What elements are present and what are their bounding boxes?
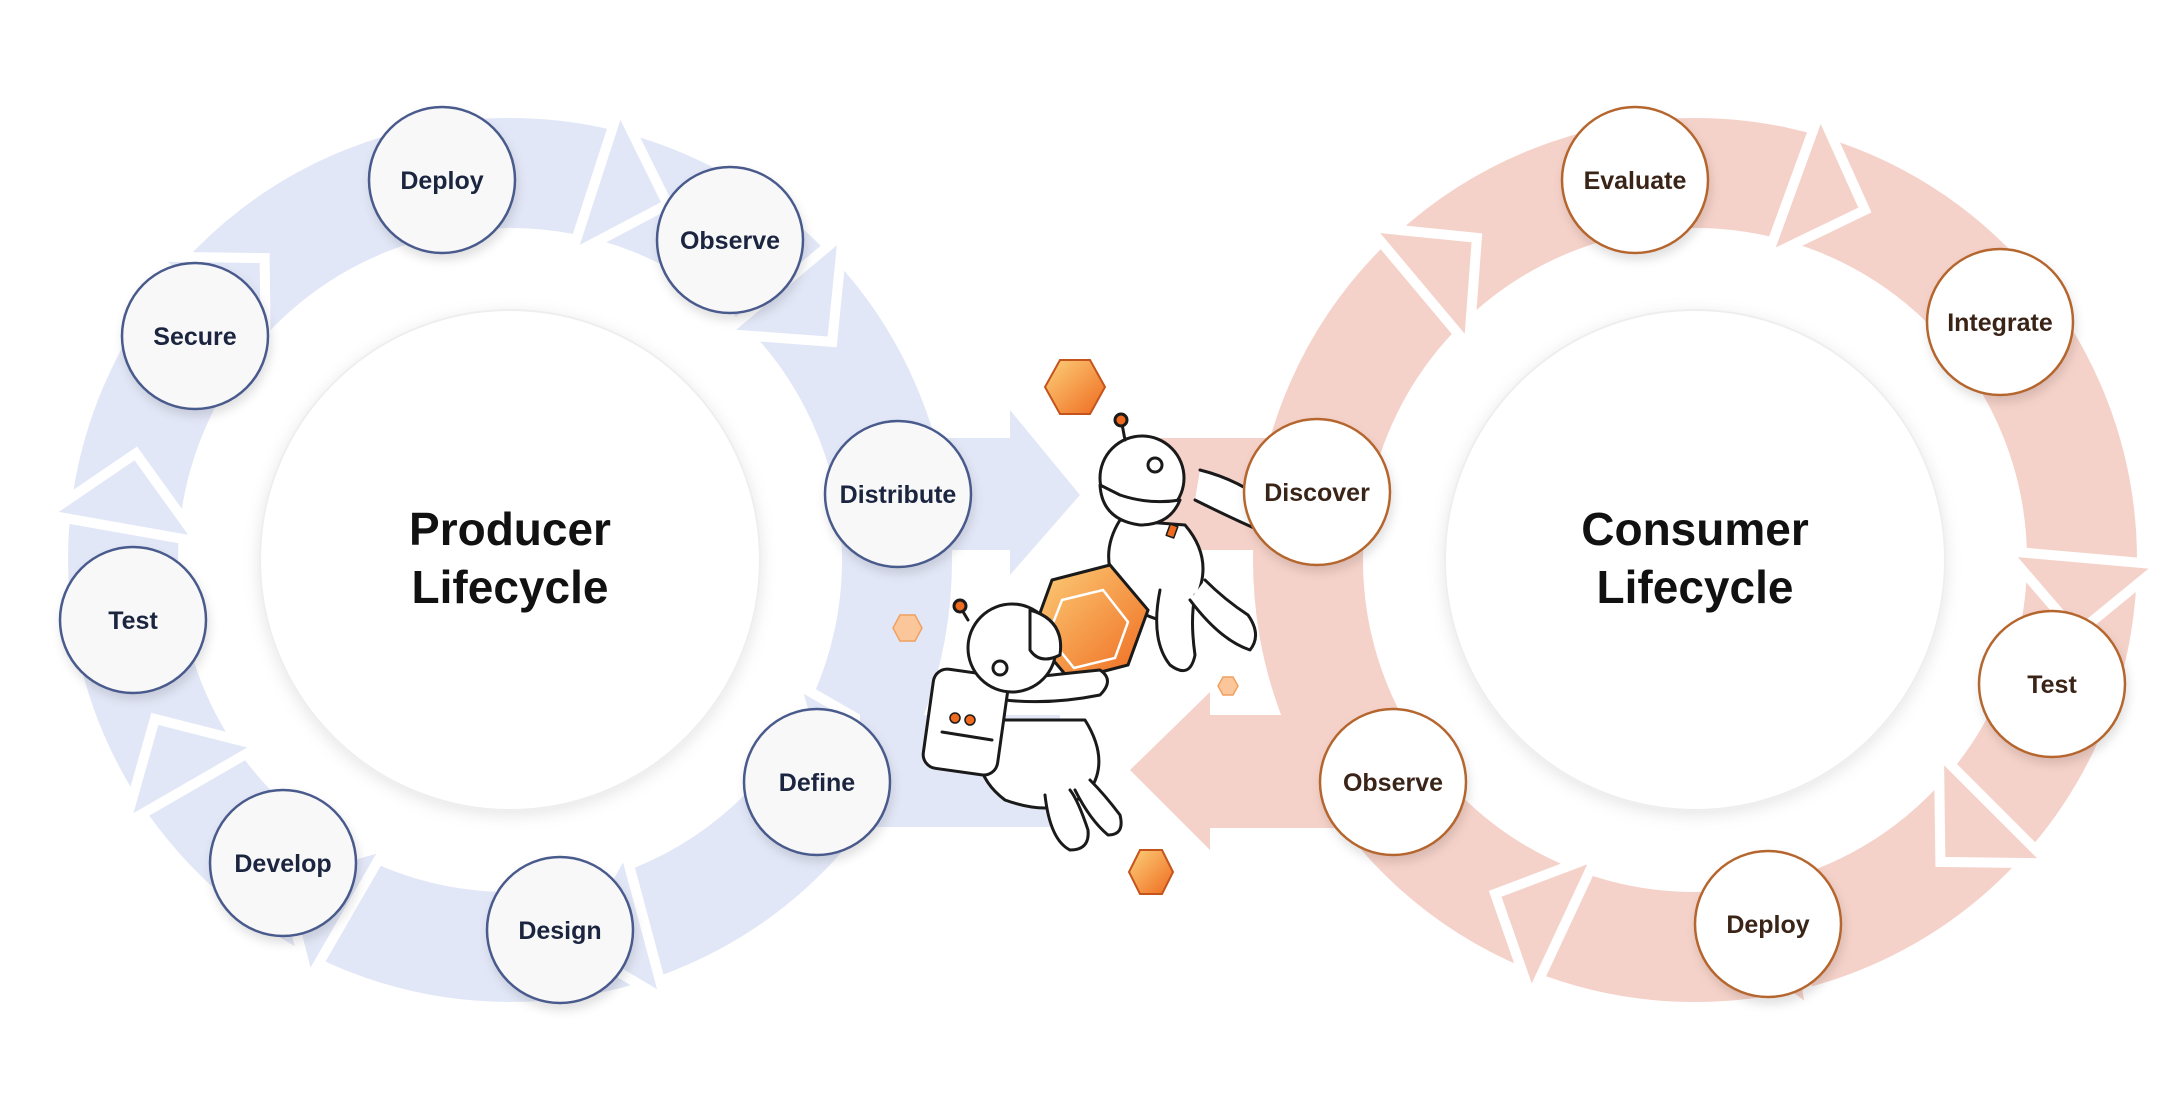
consumer-stage-deploy: Deploy — [1693, 849, 1843, 999]
ring-chevron-arrow — [1356, 220, 1483, 360]
consumer-stage-label: Observe — [1343, 769, 1443, 797]
ring-chevron-arrow — [1488, 846, 1607, 1010]
ring-chevron-arrow — [1994, 545, 2175, 641]
producer-stage-test: Test — [58, 545, 208, 695]
producer-center: Producer Lifecycle — [259, 309, 761, 811]
producer-stage-label: Design — [518, 917, 601, 945]
producer-stage-circle — [742, 707, 892, 857]
producer-stage-design: Design — [485, 855, 635, 1005]
hexagon-icon — [892, 614, 923, 642]
producer-stage-circle — [208, 788, 358, 938]
producer-stage-define: Define — [742, 707, 892, 857]
producer-stage-label: Distribute — [840, 481, 957, 509]
hexagon-icon — [1043, 359, 1107, 415]
ring-chevron-arrow — [1757, 97, 1872, 268]
producer-stage-label: Test — [108, 607, 158, 635]
astronaut-illustration — [892, 359, 1279, 895]
producer-stage-label: Secure — [153, 323, 236, 351]
consumer-title-line2: Lifecycle — [1597, 561, 1794, 613]
astronaut-lower — [921, 598, 1123, 852]
producer-stage-develop: Develop — [208, 788, 358, 938]
consumer-stage-label: Deploy — [1726, 911, 1809, 939]
producer-stage-circle — [823, 419, 973, 569]
producer-stage-circle — [655, 165, 805, 315]
producer-stage-circle — [367, 105, 517, 255]
producer-stage-label: Deploy — [400, 167, 483, 195]
consumer-stage-circle — [1977, 609, 2127, 759]
ring-chevron-arrow — [32, 446, 211, 549]
producer-stage-deploy: Deploy — [367, 105, 517, 255]
consumer-stage-label: Test — [2027, 671, 2077, 699]
consumer-title-line1: Consumer — [1581, 503, 1809, 555]
producer-stage-label: Develop — [234, 850, 331, 878]
consumer-stage-label: Evaluate — [1584, 167, 1687, 195]
ring-chevron-arrow — [1933, 740, 2062, 869]
producer-title-line2: Lifecycle — [412, 561, 609, 613]
producer-stage-secure: Secure — [120, 261, 270, 411]
producer-stage-observe: Observe — [655, 165, 805, 315]
ring-chevron-arrow — [117, 712, 274, 835]
consumer-stage-test: Test — [1977, 609, 2127, 759]
producer-stage-label: Observe — [680, 227, 780, 255]
consumer-stage-circle — [1242, 417, 1392, 567]
consumer-stage-circle — [1318, 707, 1468, 857]
consumer-stage-integrate: Integrate — [1925, 247, 2075, 397]
consumer-stage-observe: Observe — [1318, 707, 1468, 857]
producer-stage-label: Define — [779, 769, 856, 797]
hexagon-icon — [1217, 676, 1239, 696]
consumer-stage-label: Discover — [1264, 479, 1370, 507]
consumer-stage-label: Integrate — [1947, 309, 2053, 337]
hexagon-icon — [1127, 849, 1175, 895]
consumer-stage-evaluate: Evaluate — [1560, 105, 1710, 255]
producer-stage-circle — [120, 261, 270, 411]
consumer-stage-circle — [1693, 849, 1843, 999]
consumer-center: Consumer Lifecycle — [1444, 309, 1946, 811]
producer-stage-distribute: Distribute — [823, 419, 973, 569]
consumer-stage-circle — [1560, 105, 1710, 255]
consumer-stage-discover: Discover — [1242, 417, 1392, 567]
consumer-stage-circle — [1925, 247, 2075, 397]
producer-stage-circle — [485, 855, 635, 1005]
ring-chevron-arrow — [562, 93, 675, 266]
producer-stage-circle — [58, 545, 208, 695]
producer-title-line1: Producer — [409, 503, 611, 555]
